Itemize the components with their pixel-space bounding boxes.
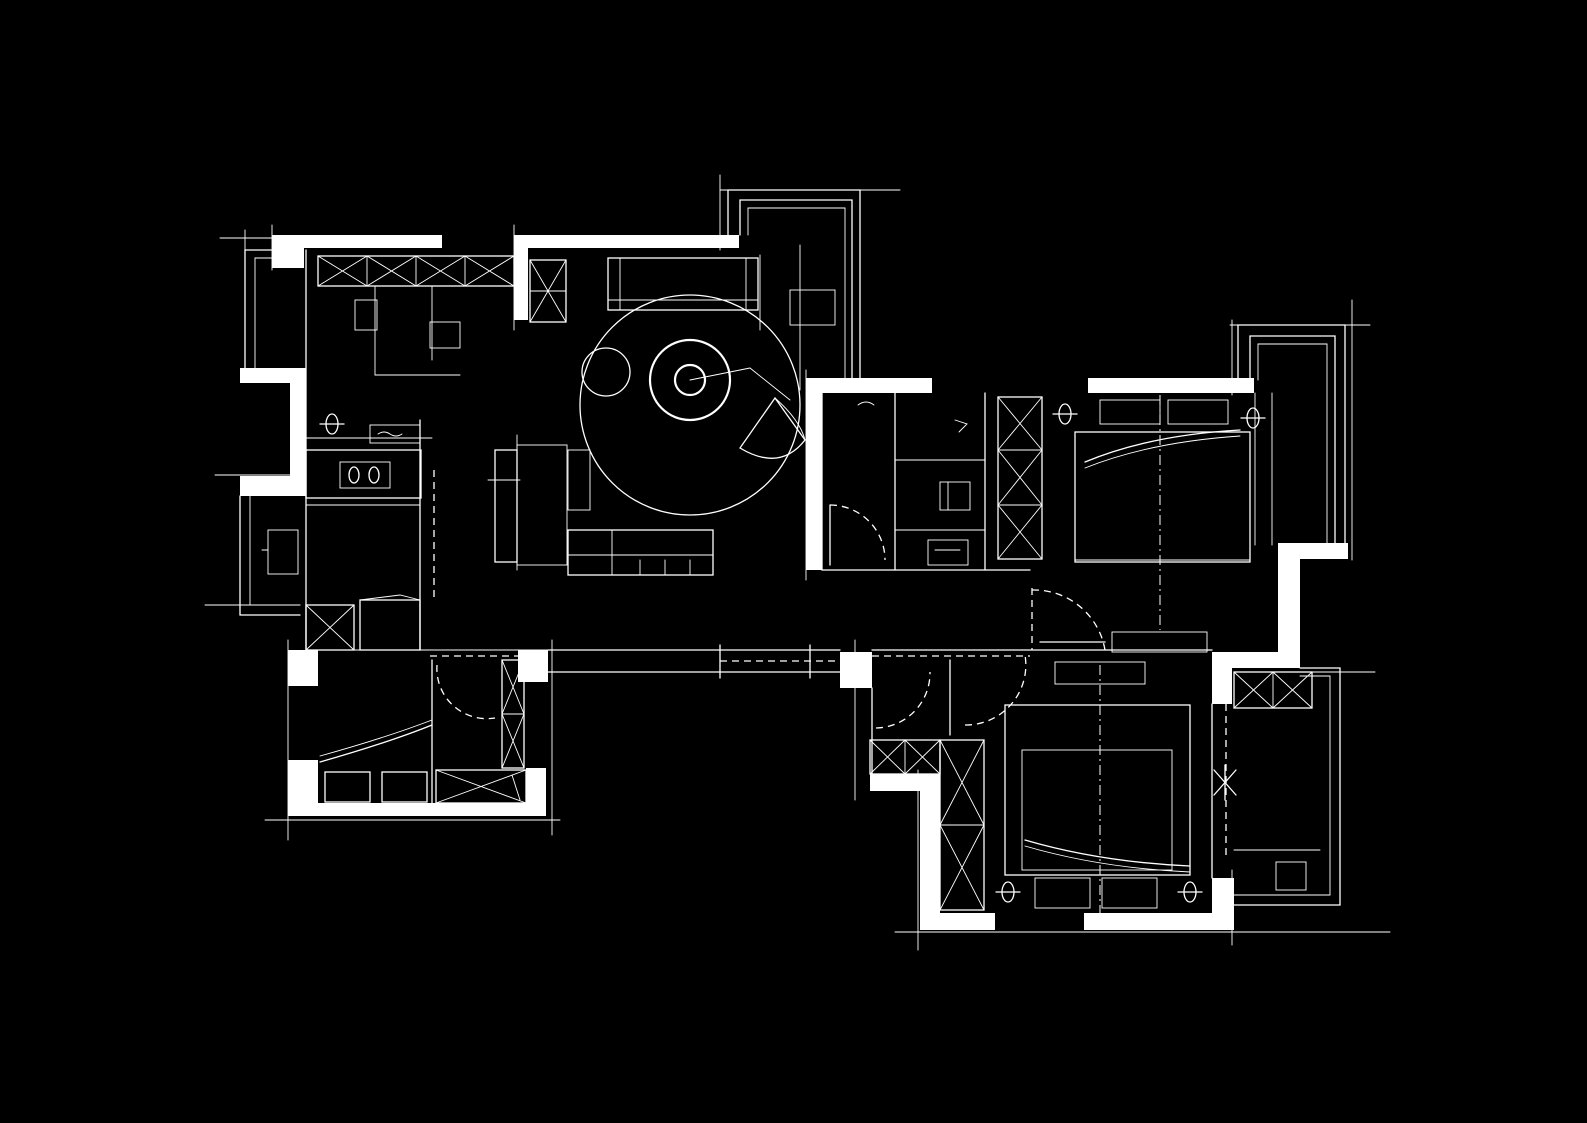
- walls: [240, 235, 1348, 930]
- kitchen-cabinets: [317, 255, 567, 323]
- construction-lines: [244, 224, 1233, 951]
- ceiling-light-icon: [995, 881, 1021, 903]
- ceiling-light-icon: [1052, 403, 1078, 425]
- round-table-icon: [579, 254, 836, 516]
- study-room: [869, 654, 1321, 915]
- kitchen-fixtures: [261, 249, 461, 651]
- ceiling-light-icon: [1240, 407, 1266, 429]
- balcony-outlines: [204, 174, 1391, 933]
- bed-icon: [1074, 395, 1251, 630]
- master-bedroom: [1031, 392, 1273, 653]
- wardrobe-cross-icon: [997, 396, 1043, 560]
- door-swing-icon: [829, 504, 886, 566]
- ceiling-light-icon: [1177, 881, 1203, 903]
- bathroom: [821, 392, 1043, 571]
- living-furniture: [487, 434, 714, 576]
- ceiling-light-icon: [319, 413, 345, 435]
- corridor: [305, 644, 1213, 679]
- bed-icon: [1004, 665, 1191, 915]
- second-bedroom: [319, 659, 527, 804]
